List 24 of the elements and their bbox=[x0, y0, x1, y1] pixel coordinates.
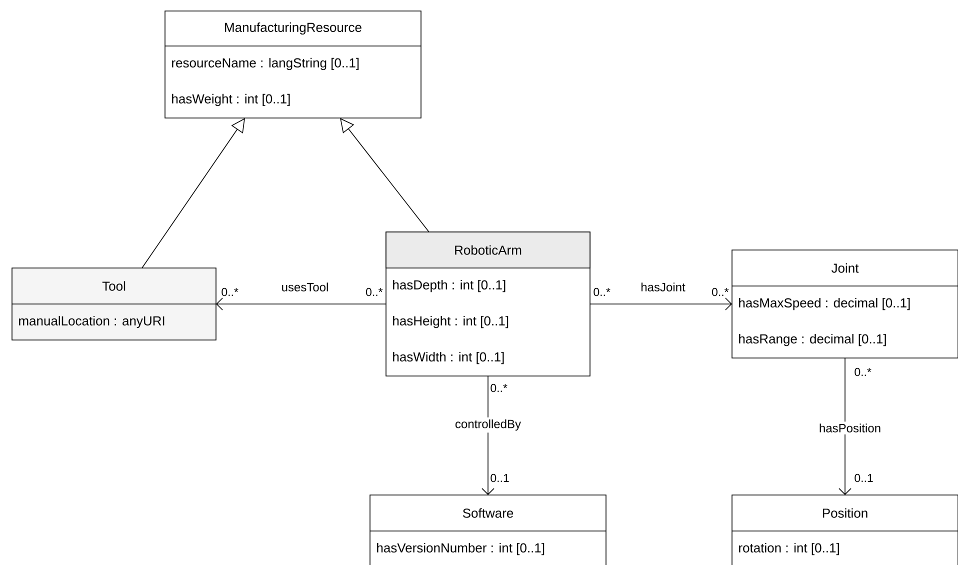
class-box: Software hasVersionNumber : int [0..1] bbox=[370, 494, 606, 565]
edge-label: usesTool bbox=[282, 282, 328, 292]
multiplicity-label: 0..* bbox=[854, 368, 872, 376]
generalization-arrow bbox=[142, 118, 245, 268]
class-box: ManufacturingResource resourceName : langString [0..1] hasWeight : int [0..1] bbox=[164, 10, 422, 118]
multiplicity-label: 0..1 bbox=[490, 474, 509, 482]
multiplicity-label: 0..1 bbox=[854, 474, 873, 482]
association-arrow bbox=[590, 298, 732, 310]
multiplicity-label: 0..* bbox=[594, 288, 610, 296]
edge-label: controlledBy bbox=[455, 419, 521, 431]
association-arrow bbox=[482, 376, 494, 495]
multiplicity-label: 0..* bbox=[490, 384, 508, 392]
multiplicity-label: 0..* bbox=[366, 288, 383, 296]
class-box: Tool manualLocation : anyURI bbox=[12, 268, 216, 340]
class-box: RoboticArm hasDepth : int [0..1] hasHeight : int [0..1] hasWidth : int [0..1] bbox=[386, 232, 590, 376]
class-box: Position rotation : int [0..1] bbox=[732, 494, 958, 565]
multiplicity-label: 0..* bbox=[222, 288, 238, 296]
multiplicity-label: 0..* bbox=[712, 288, 729, 296]
edge-label: hasJoint bbox=[641, 282, 686, 292]
generalization-arrow bbox=[340, 118, 430, 232]
edge-label: hasPosition bbox=[820, 424, 880, 432]
class-box: Joint hasMaxSpeed : decimal [0..1] hasRange : decimal [0..1] bbox=[732, 250, 958, 358]
association-arrow bbox=[838, 358, 852, 495]
association-arrow bbox=[216, 298, 386, 310]
